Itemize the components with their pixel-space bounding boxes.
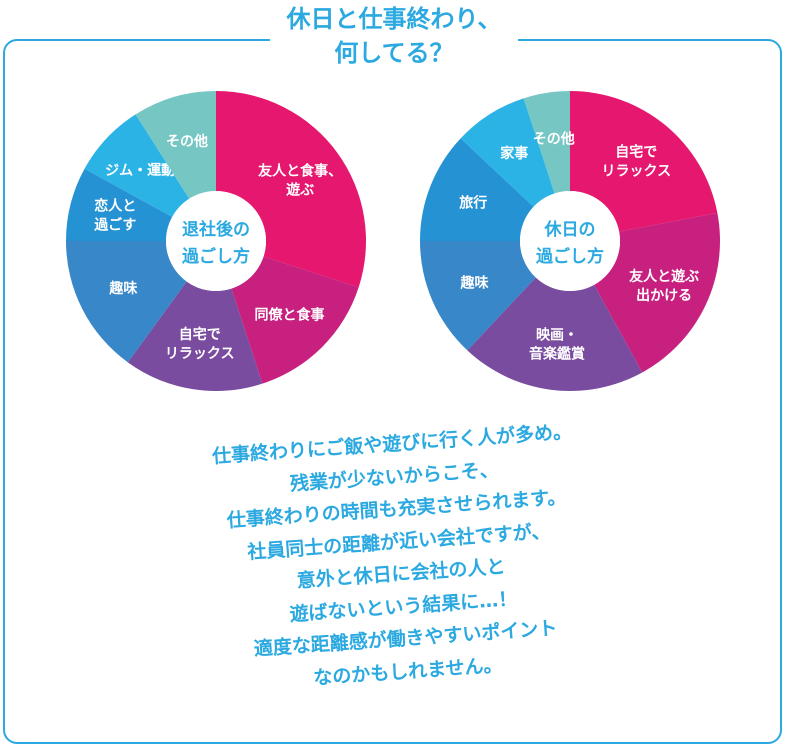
slice-label-line: 趣味 xyxy=(460,274,489,291)
slice-label-line: 自宅で xyxy=(615,143,657,160)
slice-label-line: 遊ぶ xyxy=(286,181,314,198)
pie-slice xyxy=(420,138,534,241)
pie-slice xyxy=(66,168,173,241)
center-label: 退社後の過ごし方 xyxy=(182,219,250,267)
title-line-2: 何してる？ xyxy=(334,39,454,67)
pie-slice xyxy=(66,241,187,363)
slice-label: 恋人と過ごす xyxy=(93,198,136,234)
slice-label-line: 趣味 xyxy=(108,280,137,297)
pie-slice xyxy=(231,256,359,384)
pie-slice xyxy=(523,91,570,194)
slice-label-line: ジム・運動 xyxy=(105,162,175,179)
slice-label: 同僚と食事 xyxy=(255,307,325,324)
slice-label: 趣味 xyxy=(460,274,489,291)
center-label-line: 休日の xyxy=(544,219,596,240)
center-label: 休日の過ごし方 xyxy=(536,219,604,267)
summary-message: 仕事終わりにご飯や遊びに行く人が多め。 残業が少ないからこそ、 仕事終わりの時間… xyxy=(122,409,679,706)
slice-label: その他 xyxy=(166,133,208,150)
slice-label-line: 旅行 xyxy=(459,195,487,212)
pie-slice xyxy=(594,212,721,373)
center-label-line: 退社後の xyxy=(182,219,250,240)
pie-slice xyxy=(467,277,643,392)
slice-label-line: 家事 xyxy=(500,145,528,162)
slice-label: 自宅でリラックス xyxy=(601,143,671,179)
slice-label-line: リラックス xyxy=(601,163,671,179)
slice-label: ジム・運動 xyxy=(105,162,175,179)
slice-label: 旅行 xyxy=(459,195,487,212)
slice-label-line: その他 xyxy=(533,130,575,147)
slice-label-line: 映画・ xyxy=(536,328,578,344)
page-title: 休日と仕事終わり、 何してる？ xyxy=(270,0,518,74)
slice-label: 家事 xyxy=(500,145,528,162)
slice-label: 自宅でリラックス xyxy=(165,326,235,362)
slice-label-line: リラックス xyxy=(165,346,235,362)
slice-label: その他 xyxy=(533,130,575,147)
slice-label-line: 友人と遊ぶ xyxy=(629,268,699,285)
pie-slice xyxy=(570,91,718,232)
slice-label-line: 出かける xyxy=(636,287,692,304)
pie-slice xyxy=(135,91,216,199)
center-label-line: 過ごし方 xyxy=(182,246,250,267)
pie-slice xyxy=(460,98,555,207)
title-line-1: 休日と仕事終わり、 xyxy=(286,5,502,33)
donut-hole xyxy=(520,191,620,291)
slice-label: 友人と遊ぶ出かける xyxy=(629,268,699,304)
slice-label-line: 友人と食事、 xyxy=(258,162,342,179)
pie-slice xyxy=(127,281,263,391)
slice-label: 趣味 xyxy=(108,280,137,297)
slice-label-line: 同僚と食事 xyxy=(255,307,325,324)
slice-label-line: その他 xyxy=(166,133,208,150)
slice-label-line: 自宅で xyxy=(179,326,221,343)
slice-label-line: 過ごす xyxy=(93,217,136,234)
slice-label: 友人と食事、遊ぶ xyxy=(258,162,342,198)
slice-label-line: 音楽鑑賞 xyxy=(529,346,585,363)
donut-hole xyxy=(166,191,266,291)
title-area: 休日と仕事終わり、 何してる？ xyxy=(0,0,788,74)
center-label-line: 過ごし方 xyxy=(536,246,604,267)
pie-slice xyxy=(216,91,366,288)
slice-label: 映画・音楽鑑賞 xyxy=(529,328,585,363)
slice-label-line: 恋人と xyxy=(94,198,136,215)
pie-slice xyxy=(420,241,536,351)
pie-slice xyxy=(84,114,190,217)
